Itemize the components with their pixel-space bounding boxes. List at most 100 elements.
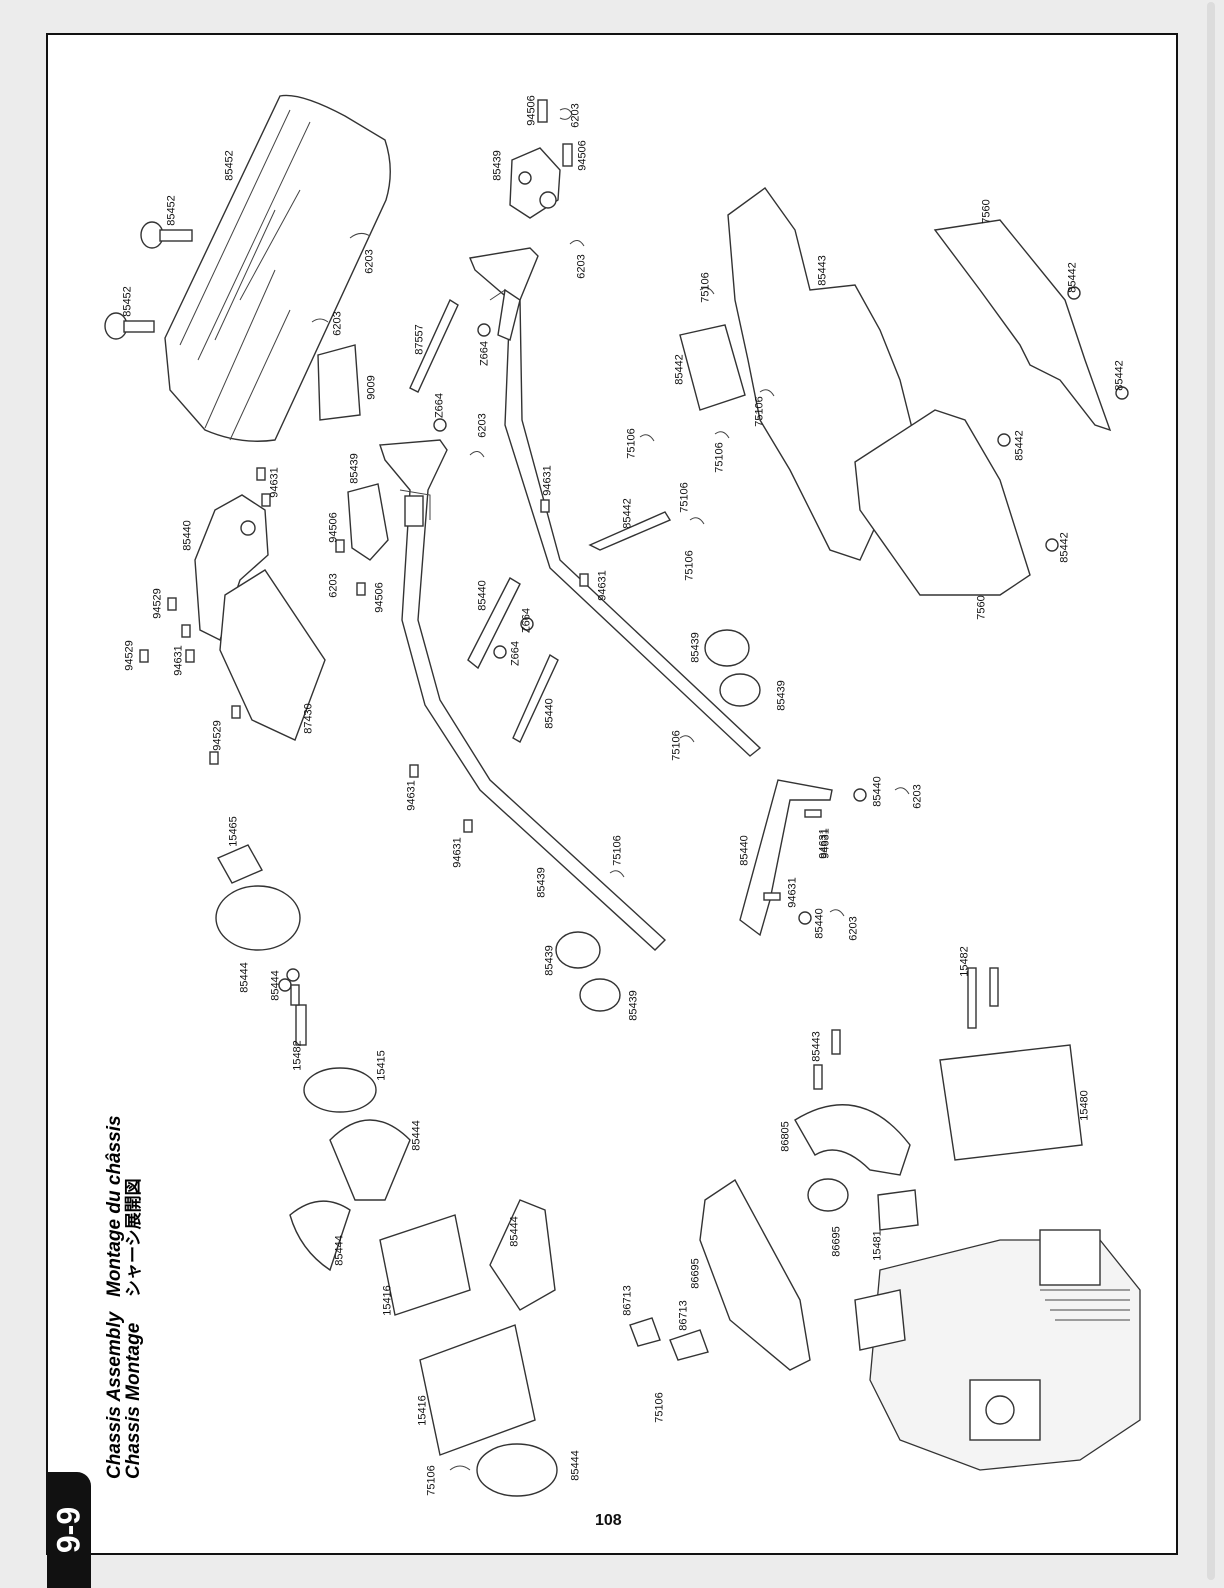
callout: 75106 <box>670 730 683 761</box>
callout: 85440 <box>543 698 556 729</box>
callout: 6203 <box>569 103 582 128</box>
air-tank-15480 <box>939 1044 1083 1161</box>
title-english: Chassis Assembly <box>104 1311 125 1479</box>
callout: 85440 <box>871 776 884 807</box>
servo-mount-85439 <box>347 483 389 561</box>
callout: 85440 <box>738 835 751 866</box>
light-housing-85439-a <box>704 629 750 667</box>
callout: 94631 <box>596 570 609 601</box>
exhaust-bolts <box>813 967 999 1090</box>
callout: 15416 <box>381 1285 394 1316</box>
gasket-15465 <box>217 844 263 884</box>
callout: Z664 <box>520 607 533 634</box>
cover-85442 <box>679 324 746 411</box>
callout: 6203 <box>847 916 860 941</box>
callout: 6203 <box>911 784 924 809</box>
callout: 85452 <box>165 195 178 226</box>
callout: 15480 <box>1078 1090 1091 1121</box>
callout: 85442 <box>621 498 634 529</box>
bumper-fasteners <box>763 787 910 925</box>
callout: 75106 <box>653 1392 666 1423</box>
o-ring-15415 <box>303 1067 377 1113</box>
screws-center <box>335 499 589 833</box>
callout: 7560 <box>980 199 993 224</box>
scrollbar[interactable] <box>1206 0 1216 1584</box>
callout: 86713 <box>621 1285 634 1316</box>
filter-base-85444 <box>215 885 301 951</box>
callout: 15482 <box>958 946 971 977</box>
callout: 85439 <box>535 867 548 898</box>
callout: 85442 <box>1066 262 1079 293</box>
engine <box>854 1229 1141 1471</box>
callout: 85444 <box>333 1235 346 1266</box>
callout: 85439 <box>775 680 788 711</box>
callout: 6203 <box>476 413 489 438</box>
filter-bracket-85444 <box>489 1199 556 1311</box>
callout: 85444 <box>238 962 251 993</box>
light-housing-85439-b <box>555 931 601 969</box>
section-title: Chassis Assembly Montage du châssis Chas… <box>104 1115 144 1479</box>
callout: 85440 <box>813 908 826 939</box>
rear-wing <box>164 94 391 442</box>
callout: 85439 <box>689 632 702 663</box>
callout: 94631 <box>451 837 464 868</box>
callout: Z664 <box>509 640 522 667</box>
callout: 85444 <box>508 1216 521 1247</box>
nut-z664-b <box>433 418 447 432</box>
body-clips-75106 <box>609 287 775 878</box>
callout: 86805 <box>779 1121 792 1152</box>
section-sidebar: 9-9 Chassis Assembly Montage du châssis … <box>47 34 144 1588</box>
callout: 75106 <box>678 482 691 513</box>
chassis-frame <box>379 247 762 951</box>
filter-bolts <box>278 968 307 1046</box>
callout: 9009 <box>365 375 378 400</box>
callout: 94529 <box>123 640 136 671</box>
callout: 75106 <box>625 428 638 459</box>
callout: 15415 <box>375 1050 388 1081</box>
callout: 86713 <box>677 1300 690 1331</box>
manifold-86805 <box>794 1104 911 1176</box>
filter-element-15416-b <box>419 1324 536 1456</box>
callout: 85444 <box>410 1120 423 1151</box>
callout: 85442 <box>1113 360 1126 391</box>
callout: 85452 <box>121 286 134 317</box>
filter-cap-85444 <box>476 1443 558 1497</box>
callout: Z664 <box>478 340 491 367</box>
callout: 94506 <box>576 140 589 171</box>
callout: 85444 <box>569 1450 582 1481</box>
callout: 6203 <box>363 249 376 274</box>
callout: 94631 <box>819 828 832 859</box>
wing-sticker-9009 <box>317 344 361 421</box>
callout: 85439 <box>491 150 504 181</box>
callout: 85440 <box>476 580 489 611</box>
callout: 94506 <box>525 95 538 126</box>
callout: 85452 <box>223 150 236 181</box>
callout: 94506 <box>373 582 386 613</box>
bumper-85440 <box>739 779 833 937</box>
clip-6203-a <box>311 232 371 323</box>
callout: 94631 <box>405 780 418 811</box>
callout: 15481 <box>871 1230 884 1261</box>
exploded-parts-diagram <box>104 94 1141 1497</box>
callout: Z664 <box>433 392 446 419</box>
callout: 85442 <box>1013 430 1026 461</box>
callout: 85442 <box>1058 532 1071 563</box>
clip-6203-b <box>469 240 585 458</box>
filter-housing-85444 <box>329 1119 411 1201</box>
callout: 85440 <box>181 520 194 551</box>
callout: 15416 <box>416 1395 429 1426</box>
callout: 7560 <box>975 595 988 620</box>
clamps-86713 <box>629 1317 709 1361</box>
scrollbar-thumb[interactable] <box>1207 2 1215 1580</box>
callout: 85439 <box>543 945 556 976</box>
page-number: 108 <box>595 1512 622 1529</box>
coupler-86695 <box>807 1178 849 1212</box>
muffler-86695 <box>699 1178 811 1371</box>
callout: 75106 <box>425 1465 438 1496</box>
section-badge: 9-9 <box>47 1472 91 1588</box>
title-french: Montage du châssis <box>104 1115 125 1297</box>
callout: 75106 <box>683 550 696 581</box>
link-rod-87557 <box>409 298 459 393</box>
skid-plate-7560-rear <box>933 219 1112 432</box>
wing-mount-pins <box>104 221 193 340</box>
